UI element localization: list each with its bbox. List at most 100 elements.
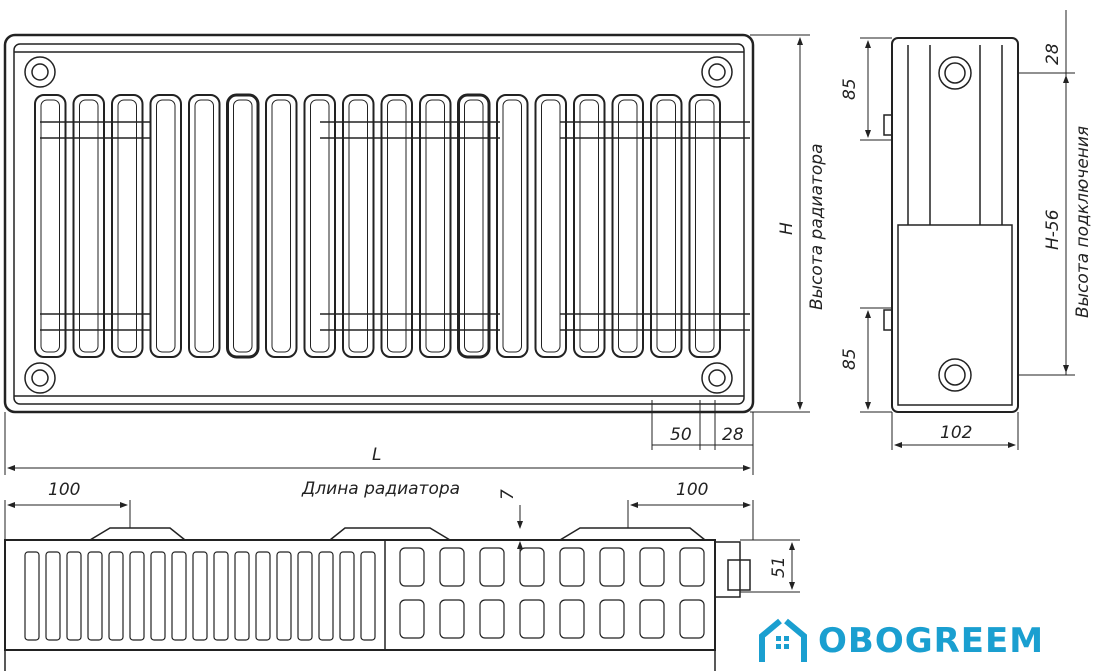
panel-channel — [479, 547, 505, 587]
fin-inner — [40, 99, 60, 353]
radiator-fin — [226, 93, 260, 359]
radiator-fin — [72, 94, 105, 358]
convector-fin — [45, 551, 61, 641]
top-dim-7: 7 — [498, 489, 518, 500]
radiator-fin — [34, 94, 67, 358]
dim-50: 50 — [670, 425, 692, 445]
radiator-fin — [111, 94, 144, 358]
panel-channel — [399, 547, 425, 587]
fin-inner — [156, 99, 176, 353]
radiator-fin — [496, 94, 529, 358]
radiator-fin — [611, 94, 644, 358]
fin-inner — [194, 99, 214, 353]
radiator-fin — [149, 94, 182, 358]
radiator-fin — [650, 94, 683, 358]
top-left-100: 100 — [48, 480, 80, 500]
top-view — [4, 527, 751, 671]
radiator-fin — [303, 94, 336, 358]
fin-inner — [117, 99, 137, 353]
fin-inner — [271, 99, 291, 353]
logo-text: OBOGREEM — [818, 621, 1045, 661]
radiator-fin — [534, 94, 567, 358]
radiator-fin — [342, 94, 375, 358]
radiator-fin — [380, 94, 413, 358]
radiator-fin — [688, 94, 721, 358]
panel-channel — [399, 599, 425, 639]
panel-channel — [559, 599, 585, 639]
convector-fin — [150, 551, 166, 641]
panel-channel — [599, 547, 625, 587]
convector-fin — [108, 551, 124, 641]
convector-fin — [276, 551, 292, 641]
side-dimensions — [860, 10, 1075, 450]
panel-channel — [439, 599, 465, 639]
radiator-fin — [188, 94, 221, 358]
connection-height-label: H-56 — [1043, 209, 1063, 250]
connection-plug-inner — [708, 63, 726, 81]
radiator-fin — [419, 94, 452, 358]
panel-channel — [439, 547, 465, 587]
connection-height-caption: Высота подключения — [1073, 126, 1093, 318]
front-view — [3, 33, 755, 414]
radiator-fin — [573, 94, 606, 358]
panel-channel — [639, 599, 665, 639]
convector-fin — [360, 551, 376, 641]
convector-fin — [129, 551, 145, 641]
length-caption: Длина радиатора — [301, 479, 460, 499]
connection-plug — [24, 362, 56, 394]
fin-inner — [618, 99, 638, 353]
convector-fin — [87, 551, 103, 641]
side-view — [883, 37, 1019, 413]
fin-inner — [579, 99, 599, 353]
house-icon — [759, 618, 807, 662]
fin-inner — [695, 99, 715, 353]
fin-inner — [464, 99, 484, 353]
top-dim-51: 51 — [769, 556, 789, 578]
radiator-fin — [457, 93, 491, 359]
side-depth: 102 — [940, 423, 972, 443]
connection-plug-inner — [31, 63, 49, 81]
convector-fin — [234, 551, 250, 641]
connection-plug — [24, 56, 56, 88]
panel-channel — [639, 547, 665, 587]
front-dimensions — [4, 34, 810, 475]
fin-inner — [656, 99, 676, 353]
connection-plug — [701, 362, 733, 394]
panel-channel — [679, 547, 705, 587]
top-dimensions — [4, 500, 800, 593]
convector-fin — [318, 551, 334, 641]
connection-plug — [701, 56, 733, 88]
panel-channel — [599, 599, 625, 639]
height-caption: Высота радиатора — [807, 144, 827, 311]
dim-28: 28 — [722, 425, 744, 445]
side-dim-bottom-85: 85 — [840, 348, 860, 370]
fin-inner — [502, 99, 522, 353]
convector-fin — [66, 551, 82, 641]
panel-channel — [519, 599, 545, 639]
convector-fin — [339, 551, 355, 641]
convector-fin — [297, 551, 313, 641]
side-dim-28: 28 — [1043, 43, 1063, 65]
convector-fin — [171, 551, 187, 641]
fin-inner — [348, 99, 368, 353]
panel-channel — [519, 547, 545, 587]
fin-inner — [310, 99, 330, 353]
connection-plug-inner — [708, 369, 726, 387]
panel-channel — [559, 547, 585, 587]
side-dim-top-85: 85 — [840, 78, 860, 100]
obogreem-logo: OBOGREEM — [758, 618, 1044, 664]
panel-channel — [479, 599, 505, 639]
fin-inner — [387, 99, 407, 353]
fin-inner — [541, 99, 561, 353]
convector-fin — [213, 551, 229, 641]
connection-plug-inner — [31, 369, 49, 387]
height-label: H — [777, 222, 797, 235]
radiator-fin — [265, 94, 298, 358]
radiator-fins — [34, 93, 750, 359]
fin-inner — [79, 99, 99, 353]
convector-fin — [255, 551, 271, 641]
fin-inner — [233, 99, 253, 353]
panel-channel — [679, 599, 705, 639]
fin-inner — [425, 99, 445, 353]
